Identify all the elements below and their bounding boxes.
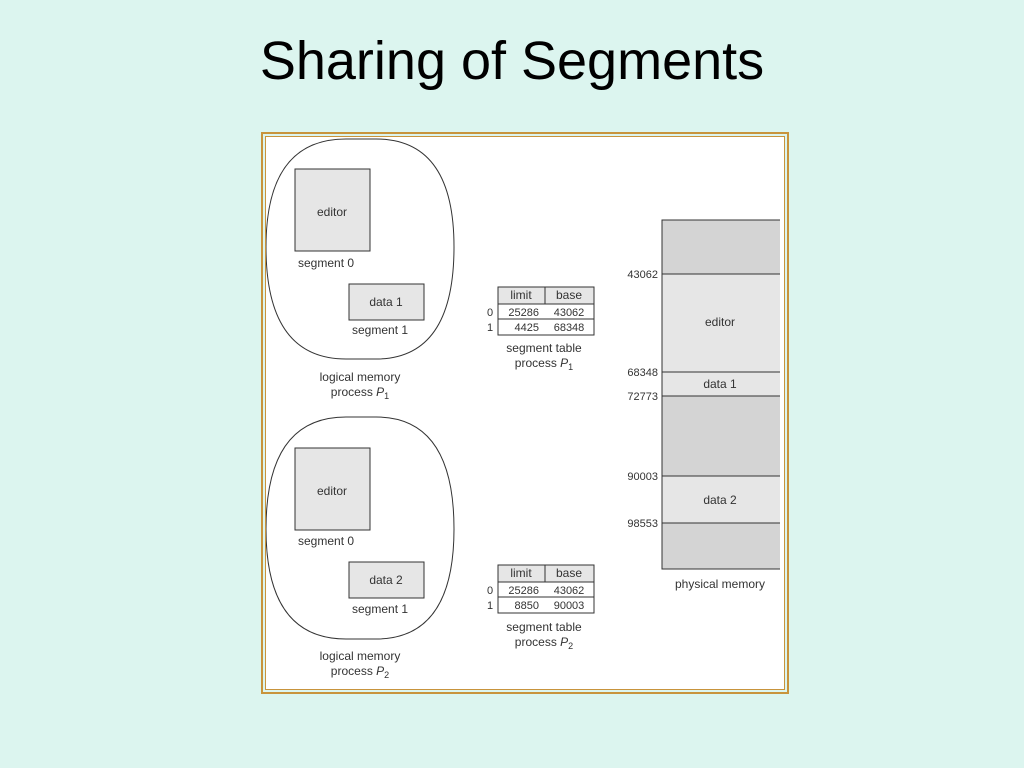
table-cell-limit: 4425 <box>515 322 539 334</box>
table-cell-limit: 25286 <box>508 585 539 597</box>
table-row-index: 1 <box>487 322 493 334</box>
segment1-box-label-p2: data 2 <box>369 573 403 587</box>
table-cell-base: 68348 <box>554 322 585 334</box>
address-label: 90003 <box>627 471 658 483</box>
logical-caption-line1-p1: logical memory <box>320 370 401 384</box>
physical-editor-label: editor <box>705 315 735 329</box>
address-label: 98553 <box>627 518 658 530</box>
table-cell-base: 43062 <box>554 585 585 597</box>
table-caption-line1-p1: segment table <box>506 341 582 355</box>
table-caption-line2-p2: process P2 <box>515 635 573 651</box>
physical-editor-block <box>661 273 780 373</box>
table-row-index: 0 <box>487 307 493 319</box>
table-cell-base: 43062 <box>554 307 585 319</box>
diagram-canvas: editor segment 0 data 1 segment 1 logica… <box>265 136 785 690</box>
physical-data2-block <box>661 475 780 524</box>
slide-title: Sharing of Segments <box>259 31 765 91</box>
segment1-box-p2 <box>348 561 425 599</box>
segment0-box-p2 <box>294 447 371 531</box>
physical-free-region <box>661 219 780 275</box>
table-header-limit-p2: limit <box>510 566 532 580</box>
physical-memory-caption: physical memory <box>675 577 765 591</box>
segment-sharing-diagram: editor segment 0 data 1 segment 1 logica… <box>266 138 780 680</box>
logical-memory-p1: editor segment 0 data 1 segment 1 <box>266 138 455 360</box>
table-header-limit-p1: limit <box>510 288 532 302</box>
segment1-box-p1 <box>348 283 425 321</box>
table-caption-line2-p1: process P1 <box>515 356 573 372</box>
table-caption-line1-p2: segment table <box>506 620 582 634</box>
physical-free-region <box>661 522 780 570</box>
table-row-index: 1 <box>487 600 493 612</box>
segment0-box-label-p1: editor <box>317 205 347 219</box>
table-header-base-p2: base <box>556 566 582 580</box>
segment-table-p2: limit base 0 25286 43062 1 8850 90003 <box>487 564 595 614</box>
segment1-label-p1: segment 1 <box>352 323 408 337</box>
physical-free-region <box>661 395 780 477</box>
address-label: 43062 <box>627 269 658 281</box>
physical-data1-label: data 1 <box>703 377 737 391</box>
segment1-box-label-p1: data 1 <box>369 295 403 309</box>
address-label: 72773 <box>627 391 658 403</box>
segment0-box-p1 <box>294 168 371 252</box>
physical-memory: editor data 1 data 2 43062 68348 72773 9… <box>627 219 780 570</box>
logical-caption-line2-p2: process P2 <box>331 664 389 680</box>
segment0-box-label-p2: editor <box>317 484 347 498</box>
segment0-label-p2: segment 0 <box>298 534 354 548</box>
table-cell-limit: 25286 <box>508 307 539 319</box>
table-cell-base: 90003 <box>554 600 585 612</box>
table-cell-limit: 8850 <box>515 600 539 612</box>
address-label: 68348 <box>627 367 658 379</box>
logical-caption-line1-p2: logical memory <box>320 649 401 663</box>
table-row-index: 0 <box>487 585 493 597</box>
physical-data1-block <box>661 371 780 397</box>
segment-table-p1: limit base 0 25286 43062 1 4425 68348 <box>487 286 595 336</box>
table-header-base-p1: base <box>556 288 582 302</box>
segment1-label-p2: segment 1 <box>352 602 408 616</box>
physical-data2-label: data 2 <box>703 493 737 507</box>
logical-memory-p2: editor segment 0 data 2 segment 1 <box>266 416 455 640</box>
segment0-label-p1: segment 0 <box>298 256 354 270</box>
logical-caption-line2-p1: process P1 <box>331 385 389 401</box>
diagram-frame: editor segment 0 data 1 segment 1 logica… <box>261 132 789 694</box>
